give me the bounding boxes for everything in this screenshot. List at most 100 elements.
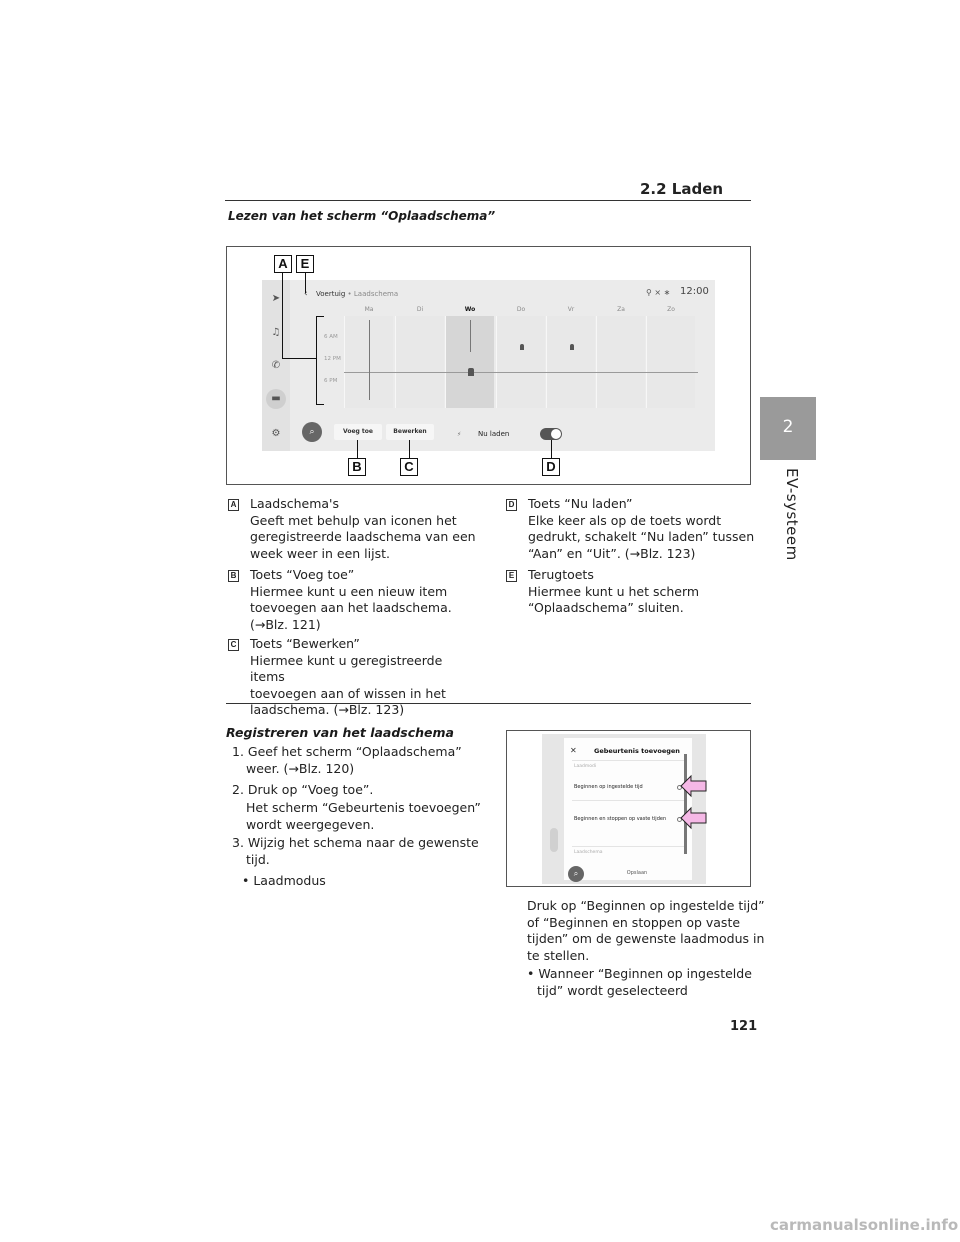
callout-c: C bbox=[400, 458, 418, 476]
option-start-stop-times[interactable]: Beginnen en stoppen op vaste tijden bbox=[574, 816, 667, 822]
option-start-at-time[interactable]: Beginnen op ingestelde tijd bbox=[574, 784, 643, 790]
bracket-line bbox=[316, 316, 317, 404]
para-line: of “Beginnen en stoppen op vaste bbox=[527, 914, 741, 930]
bracket-line bbox=[316, 316, 324, 317]
chapter-label-text: EV-systeem bbox=[783, 468, 801, 561]
bullet-line: tijd” wordt geselecteerd bbox=[537, 982, 688, 998]
save-button[interactable]: Opslaan bbox=[626, 870, 648, 876]
para-line: Druk op “Beginnen op ingestelde tijd” bbox=[527, 898, 765, 913]
step-line: Het scherm “Gebeurtenis toevoegen” bbox=[246, 800, 481, 815]
navigation-icon[interactable]: ➤ bbox=[271, 293, 281, 304]
add-event-dialog: ✕ Gebeurtenis toevoegen Laadmodi Beginne… bbox=[564, 738, 692, 882]
charge-schedule-screen: ➤ ♫ ✆ ▬ ⚙ ‹ Voertuig • Laadschema ⚲ ⨯ ∗ … bbox=[262, 280, 715, 451]
day-label: Ma bbox=[364, 306, 374, 313]
breadcrumb-sub: Laadschema bbox=[353, 290, 399, 298]
desc-line: week weer in een lijst. bbox=[250, 545, 390, 561]
desc-line: gedrukt, schakelt “Nu laden” tussen bbox=[528, 529, 755, 544]
charge-now-label: Nu laden bbox=[478, 430, 510, 438]
phone-icon[interactable]: ✆ bbox=[271, 360, 281, 371]
search-icon[interactable]: ⌕ bbox=[302, 422, 322, 442]
day-column[interactable] bbox=[496, 316, 545, 408]
desc-line: Toets “Bewerken” bbox=[250, 636, 360, 651]
leader-line bbox=[282, 358, 316, 359]
page-number: 121 bbox=[730, 1019, 758, 1034]
schedule-pin-icon[interactable] bbox=[570, 344, 574, 350]
current-time-line bbox=[344, 372, 698, 373]
badge-e: E bbox=[506, 569, 517, 582]
desc-line: laadschema. (→Blz. 123) bbox=[250, 702, 405, 717]
charge-now-toggle[interactable] bbox=[540, 428, 562, 440]
para-line: te stellen. bbox=[527, 947, 590, 963]
radio-option-1[interactable] bbox=[677, 785, 682, 790]
charge-icon: ⚡ bbox=[457, 431, 462, 438]
arrow-left-icon bbox=[680, 806, 707, 830]
desc-line: toevoegen aan het laadschema. bbox=[250, 600, 452, 615]
step-line: 1. Geef het scherm “Oplaadschema” bbox=[232, 744, 462, 759]
day-column-today[interactable] bbox=[445, 316, 494, 408]
time-label: 6 PM bbox=[324, 378, 338, 384]
radio-option-2[interactable] bbox=[677, 817, 682, 822]
badge-d: D bbox=[506, 498, 517, 511]
step-2-note: Het scherm “Gebeurtenis toevoegen” wordt… bbox=[246, 800, 481, 833]
header-rule bbox=[225, 200, 751, 201]
desc-line: Terugtoets bbox=[528, 567, 594, 582]
day-column[interactable] bbox=[546, 316, 595, 408]
status-icons: ⚲ ⨯ ∗ bbox=[646, 288, 671, 297]
desc-line: (→Blz. 121) bbox=[250, 616, 321, 632]
step-line: tijd. bbox=[246, 851, 270, 867]
day-label: Za bbox=[617, 306, 625, 313]
day-label: Zo bbox=[667, 306, 675, 313]
para-line: tijden” om de gewenste laadmodus in bbox=[527, 931, 765, 946]
bracket-line bbox=[316, 404, 324, 405]
panel-handle[interactable] bbox=[550, 828, 558, 852]
leader-line bbox=[282, 273, 283, 359]
schedule-entry[interactable] bbox=[470, 320, 471, 352]
callout-a: A bbox=[274, 255, 292, 273]
scrollbar[interactable] bbox=[684, 754, 687, 854]
search-icon[interactable]: ⌕ bbox=[568, 866, 584, 882]
day-column[interactable] bbox=[395, 316, 444, 408]
day-column[interactable] bbox=[646, 316, 695, 408]
description-a: A Laadschema's Geeft met behulp van icon… bbox=[228, 496, 476, 561]
settings-icon[interactable]: ⚙ bbox=[271, 428, 281, 439]
toggle-knob bbox=[551, 429, 561, 439]
location-pin-icon[interactable] bbox=[468, 368, 474, 376]
section-header: 2.2 Laden bbox=[640, 180, 724, 198]
back-button[interactable]: ‹ bbox=[304, 289, 308, 299]
instruction-paragraph: Druk op “Beginnen op ingestelde tijd” of… bbox=[527, 898, 765, 964]
description-e: E Terugtoets Hiermee kunt u het scherm “… bbox=[506, 567, 699, 615]
callout-b: B bbox=[348, 458, 366, 476]
step-line: 3. Wijzig het schema naar de gewenste bbox=[232, 835, 479, 850]
schedule-entry[interactable] bbox=[369, 320, 370, 400]
page-title: Lezen van het scherm “Oplaadschema” bbox=[228, 209, 496, 223]
time-label: 12 PM bbox=[324, 356, 341, 362]
step-3: 3. Wijzig het schema naar de gewenste ti… bbox=[232, 835, 479, 868]
close-icon[interactable]: ✕ bbox=[570, 746, 577, 755]
section-label: Laadschema bbox=[574, 850, 603, 855]
watermark: carmanualsonline.info bbox=[770, 1216, 959, 1234]
desc-line: Toets “Voeg toe” bbox=[250, 567, 355, 582]
chapter-label: EV-systeem bbox=[763, 468, 813, 561]
schedule-pin-icon[interactable] bbox=[520, 344, 524, 350]
step-line: wordt weergegeven. bbox=[246, 816, 375, 832]
badge-b: B bbox=[228, 569, 239, 582]
callout-d: D bbox=[542, 458, 560, 476]
desc-line: toevoegen aan of wissen in het bbox=[250, 685, 446, 701]
arrow-left-icon bbox=[680, 774, 707, 798]
time-label: 6 AM bbox=[324, 334, 338, 340]
day-label: Di bbox=[416, 306, 424, 313]
desc-line: Hiermee kunt u het scherm bbox=[528, 583, 700, 599]
bullet-start-time: • Wanneer “Beginnen op ingestelde tijd” … bbox=[527, 966, 752, 999]
day-column[interactable] bbox=[344, 316, 393, 408]
add-event-screen: ✕ Gebeurtenis toevoegen Laadmodi Beginne… bbox=[542, 734, 706, 884]
car-icon[interactable]: ▬ bbox=[266, 389, 286, 409]
add-button[interactable]: Voeg toe bbox=[334, 424, 382, 440]
music-icon[interactable]: ♫ bbox=[271, 327, 281, 338]
arrow-indicators bbox=[680, 774, 707, 830]
desc-line: geregistreerde laadschema van een bbox=[250, 529, 476, 544]
day-column[interactable] bbox=[596, 316, 645, 408]
edit-button[interactable]: Bewerken bbox=[386, 424, 434, 440]
description-b: B Toets “Voeg toe” Hiermee kunt u een ni… bbox=[228, 567, 452, 632]
breadcrumb: Voertuig • Laadschema bbox=[316, 290, 398, 298]
desc-line: Toets “Nu laden” bbox=[528, 496, 633, 511]
